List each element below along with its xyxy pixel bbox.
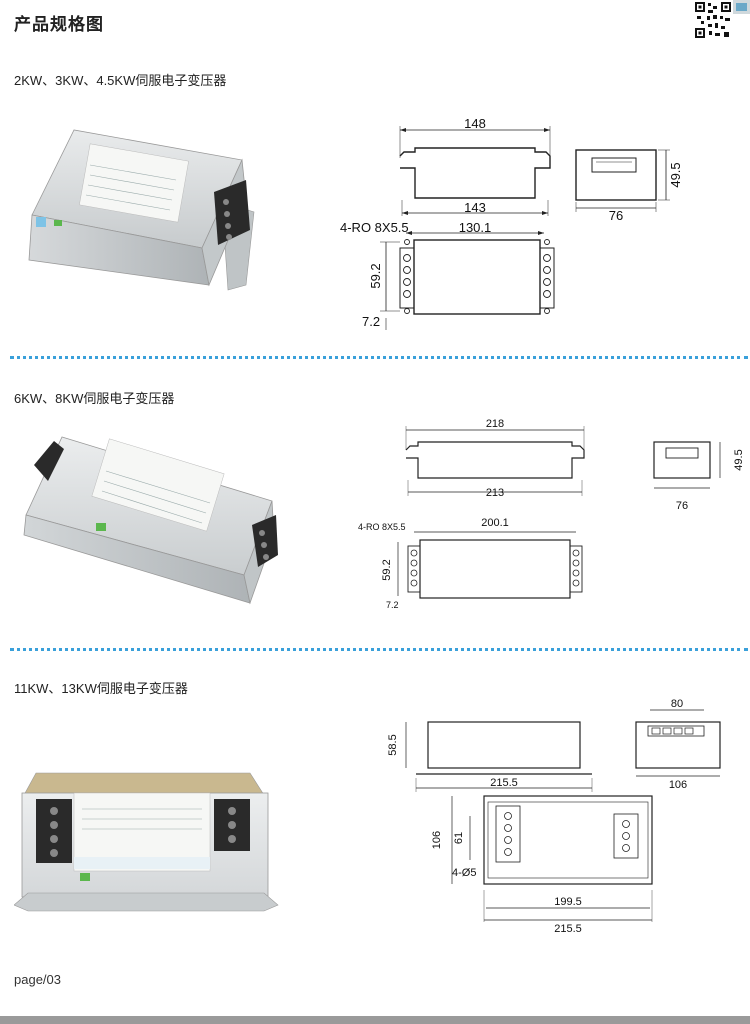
dim-hole-label-3: 4-Ø5 (452, 867, 476, 879)
dim-width-1: 76 (609, 208, 623, 223)
dim-hole-height-1: 59.2 (368, 263, 383, 288)
product-photo-1 (14, 120, 264, 300)
dim-hole-label-1: 4-RO 8X5.5 (340, 220, 409, 235)
section-divider-1 (10, 356, 748, 359)
section-title-3: 11KW、13KW伺服电子变压器 (14, 681, 188, 696)
dim-base-length-1: 143 (464, 200, 486, 215)
dimension-drawing-1: 148 143 76 49.5 4-RO 8X5.5 130.1 (340, 108, 740, 338)
bottom-bar (0, 1016, 750, 1024)
dim-side-height-3: 106 (431, 831, 443, 849)
dim-width-2: 76 (676, 500, 688, 512)
dim-edge-2: 7.2 (386, 600, 399, 610)
dimension-drawing-3: 58.5 215.5 80 106 106 61 4-Ø5 199.5 215.… (360, 692, 750, 938)
section-divider-2 (10, 648, 748, 651)
dimension-drawing-2: 218 213 76 49.5 4-RO 8X5.5 200.1 59.2 7.… (340, 410, 750, 620)
dim-height-1: 49.5 (668, 162, 683, 187)
dim-width-3: 106 (669, 779, 687, 791)
dim-hole-height-2: 59.2 (381, 559, 393, 580)
product-photo-2 (14, 425, 284, 615)
dim-height-3: 58.5 (387, 734, 399, 755)
dim-overall-length-1: 148 (464, 116, 486, 131)
dim-hole-label-2: 4-RO 8X5.5 (358, 522, 406, 532)
dim-overall-length-2: 218 (486, 418, 504, 430)
dim-hole-spacing-3: 199.5 (554, 896, 582, 908)
dim-inner-height-3: 61 (453, 832, 465, 844)
dim-overall-length-3: 215.5 (490, 777, 518, 789)
dim-top-width-3: 80 (671, 698, 683, 710)
dim-edge-1: 7.2 (362, 314, 380, 329)
dim-height-2: 49.5 (733, 449, 745, 470)
page-number: page/03 (14, 972, 61, 987)
page-title: 产品规格图 (14, 15, 104, 34)
dim-hole-spacing-1: 130.1 (459, 220, 492, 235)
dim-base-length-3: 215.5 (554, 923, 582, 935)
product-photo-3 (14, 765, 282, 915)
dim-hole-spacing-2: 200.1 (481, 517, 509, 529)
dim-base-length-2: 213 (486, 487, 504, 499)
qr-code (693, 0, 750, 40)
section-title-1: 2KW、3KW、4.5KW伺服电子变压器 (14, 73, 227, 88)
section-title-2: 6KW、8KW伺服电子变压器 (14, 391, 175, 406)
